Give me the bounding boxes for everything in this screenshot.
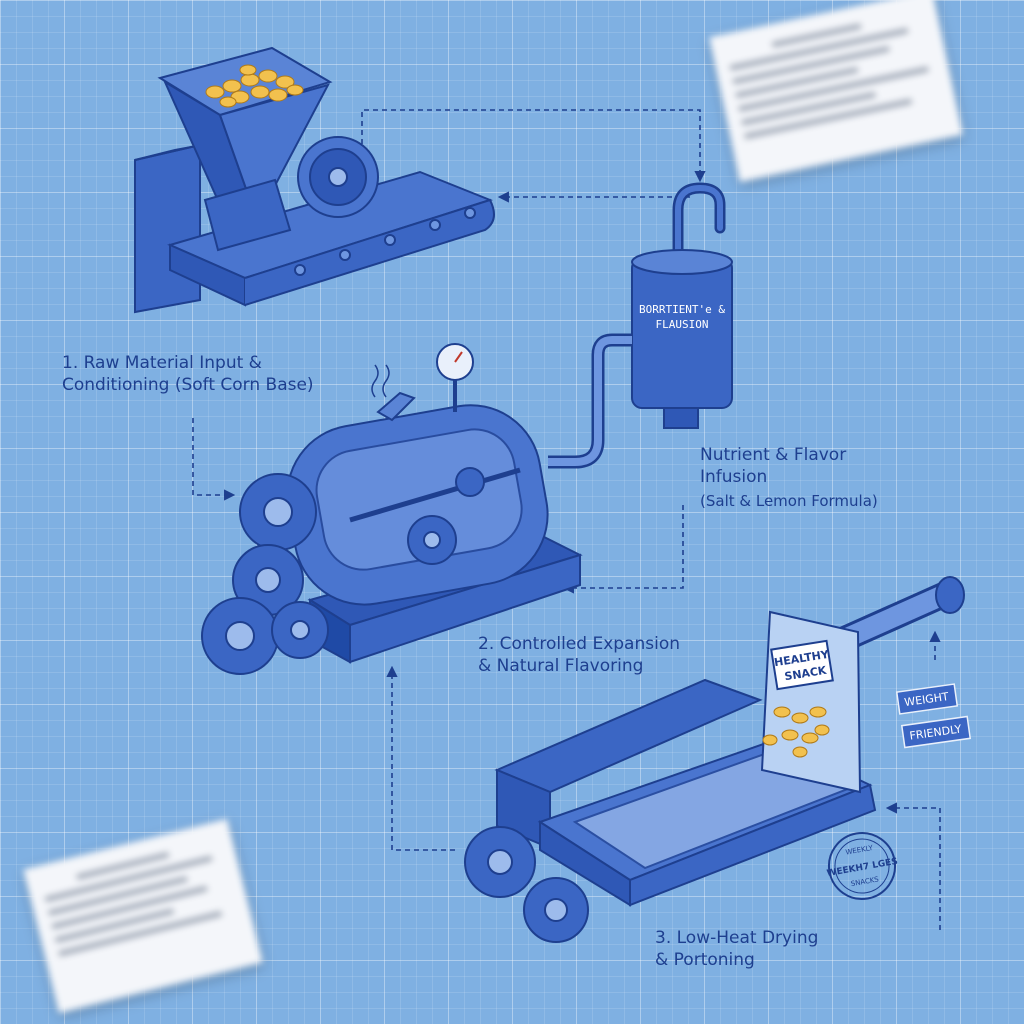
weight-tag-text: WEIGHT: [904, 690, 950, 709]
stamp-bottom-text: SNACKS: [850, 875, 880, 888]
step1-label: 1. Raw Material Input & Conditioning (So…: [62, 352, 314, 396]
weight-tag: WEIGHT: [895, 683, 959, 715]
arrow-top-loop: [361, 109, 706, 183]
tank-feed-pipe: [548, 333, 632, 469]
hopper-conveyor-machine: [134, 46, 495, 314]
infusion-line2: Infusion: [700, 467, 768, 487]
infusion-tank: BORRTIENT'e & FLAUSION: [548, 182, 733, 469]
tank-body: [631, 257, 733, 409]
arrow-step3-loop: [885, 802, 941, 930]
conveyor-rollers: [294, 207, 476, 276]
hopper-gearbox: [203, 178, 292, 252]
friendly-tag: FRIENDLY: [900, 715, 972, 749]
machine1-base-block: [134, 143, 201, 314]
step3-label: 3. Low-Heat Drying & Portoning: [655, 927, 818, 971]
machine1-gear: [297, 136, 379, 218]
drying-conveyor-machine: HEALTHY SNACK: [464, 576, 965, 943]
arrow-step1-to-extruder: [192, 418, 236, 501]
step3-line1: 3. Low-Heat Drying: [655, 928, 819, 948]
step2-line1: 2. Controlled Expansion: [478, 634, 680, 654]
step3-line2: & Portoning: [655, 950, 755, 970]
step2-label: 2. Controlled Expansion & Natural Flavor…: [478, 633, 680, 677]
infusion-label: Nutrient & Flavor Infusion (Salt & Lemon…: [700, 444, 878, 512]
step2-line2: & Natural Flavoring: [478, 656, 644, 676]
step1-line1: 1. Raw Material Input &: [62, 353, 262, 373]
extruder-drum-machine: [201, 343, 583, 675]
steam-valve: [376, 391, 416, 422]
infusion-line3: (Salt & Lemon Formula): [700, 492, 878, 510]
arrow-dryer-to-extruder: [386, 665, 455, 851]
snack-stamp: WEEKLY WEEKH7 LGES SNACKS: [826, 832, 899, 900]
tank-label-line2: FLAUSION: [656, 318, 709, 331]
stamp-middle-text: WEEKH7 LGES: [826, 857, 899, 879]
snack-bag: [760, 610, 862, 794]
infusion-line1: Nutrient & Flavor: [700, 445, 847, 465]
tank-label-line1: BORRTIENT'e &: [639, 303, 725, 316]
step1-line2: Conditioning (Soft Corn Base): [62, 375, 314, 395]
bag-snack-pieces: [762, 706, 830, 758]
arrow-infusion-return: [562, 505, 684, 594]
extruder-gears: [201, 473, 329, 675]
dryer-gears: [464, 826, 589, 943]
stamp-top-text: WEEKLY: [845, 844, 874, 857]
flow-arrows: [192, 109, 941, 930]
hopper-corn-pieces: [205, 64, 304, 108]
